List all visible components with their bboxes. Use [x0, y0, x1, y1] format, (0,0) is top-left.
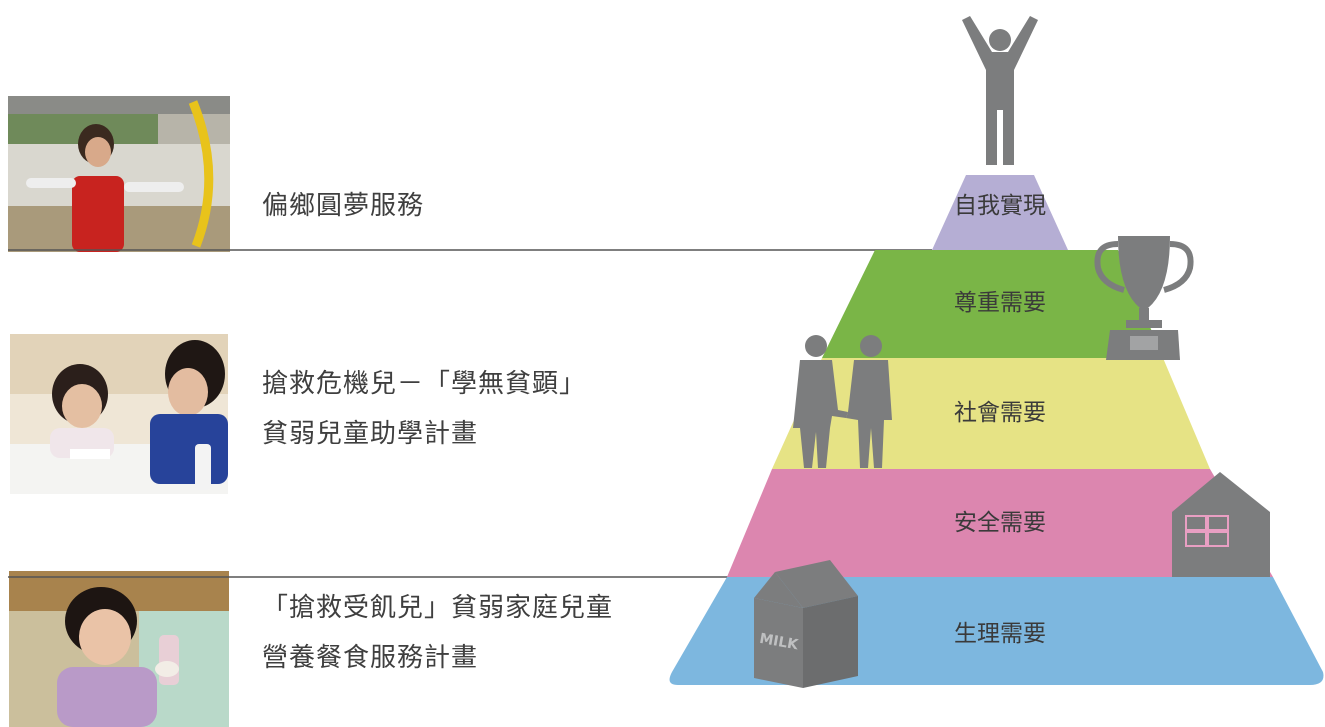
milk-carton-icon: MILK: [754, 560, 858, 688]
archery-photo: [8, 96, 230, 252]
level-label: 尊重需要: [954, 290, 1046, 316]
person-arms-raised-icon: [962, 16, 1038, 165]
level-safety: [727, 469, 1273, 577]
program-text-dream: 偏鄉圓夢服務: [262, 186, 424, 226]
level-label: 自我實現: [954, 193, 1046, 219]
level-label: 安全需要: [954, 510, 1046, 536]
program-line: 營養餐食服務計畫: [262, 643, 479, 673]
couple-icon: [793, 335, 892, 468]
program-line: 「搶救受飢兒」貧弱家庭兒童: [262, 593, 614, 623]
program-text-meal: 「搶救受飢兒」貧弱家庭兒童 營養餐食服務計畫: [262, 588, 613, 678]
program-line: 偏鄉圓夢服務: [262, 191, 425, 221]
tutoring-photo: [10, 334, 228, 494]
level-esteem: [822, 250, 1163, 358]
program-line: 搶救危機兒－「學無貧顕」: [262, 369, 587, 399]
program-line: 貧弱兒童助學計畫: [262, 419, 479, 449]
level-label: 生理需要: [954, 621, 1046, 647]
milk-label: MILK: [758, 631, 800, 654]
house-icon: [1172, 472, 1270, 577]
level-self-actualization: [932, 175, 1068, 250]
meal-photo: [9, 571, 229, 727]
level-label: 社會需要: [954, 400, 1046, 426]
trophy-icon: [1094, 236, 1194, 360]
program-text-education: 搶救危機兒－「學無貧顕」 貧弱兒童助學計畫: [262, 364, 586, 454]
